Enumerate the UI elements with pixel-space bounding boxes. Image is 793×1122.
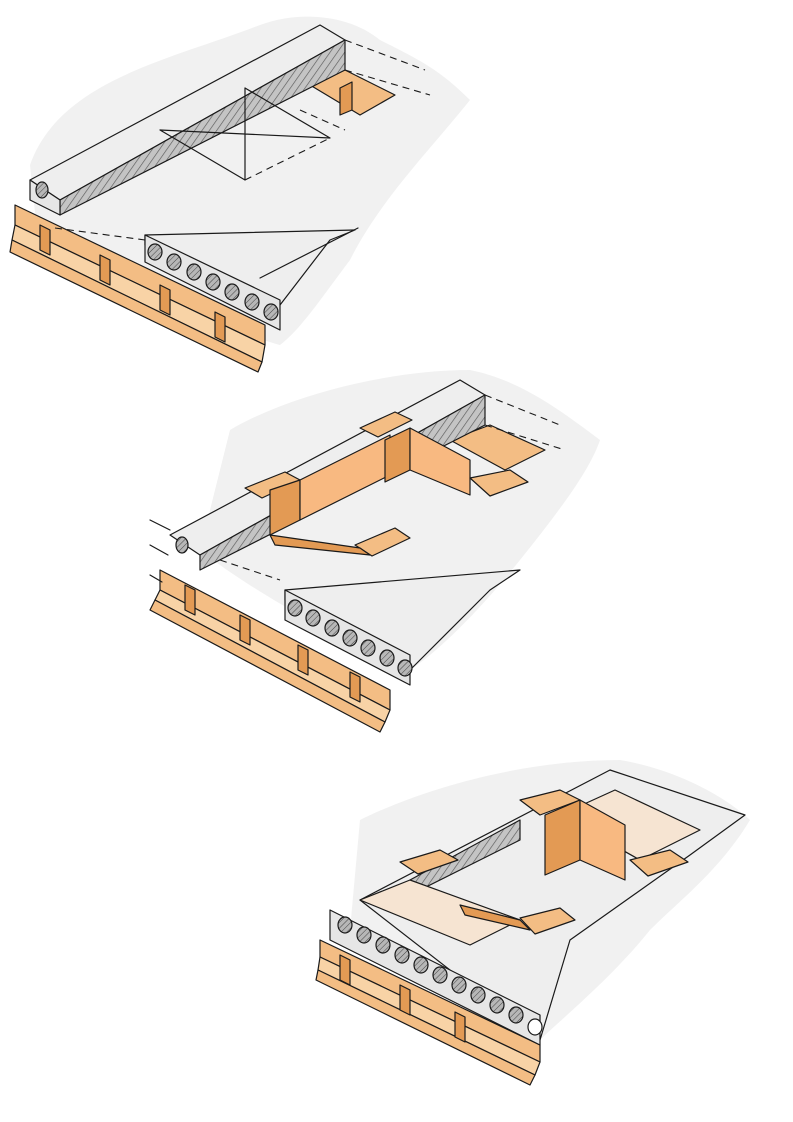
step-1-back-slab [29, 24, 431, 216]
step-2-timber-trimmers-installed [149, 370, 600, 733]
step-3-opening-finished-with-screed [315, 760, 750, 1086]
step-1-hollow-core-slabs-with-cut-opening [9, 16, 470, 373]
step-2-trimmer-joist-left [244, 434, 411, 557]
step-3-timber-beam [315, 939, 541, 1086]
step-3-front-slab [329, 909, 543, 1046]
step-2-trimmer-joist-right [359, 411, 529, 497]
step-2-timber-beam [149, 424, 546, 733]
step-2-front-slab [284, 569, 521, 686]
step-3-trimmer-joists [399, 789, 689, 935]
step-1-front-slab [144, 227, 359, 331]
step-1-timber-beam [9, 69, 396, 373]
